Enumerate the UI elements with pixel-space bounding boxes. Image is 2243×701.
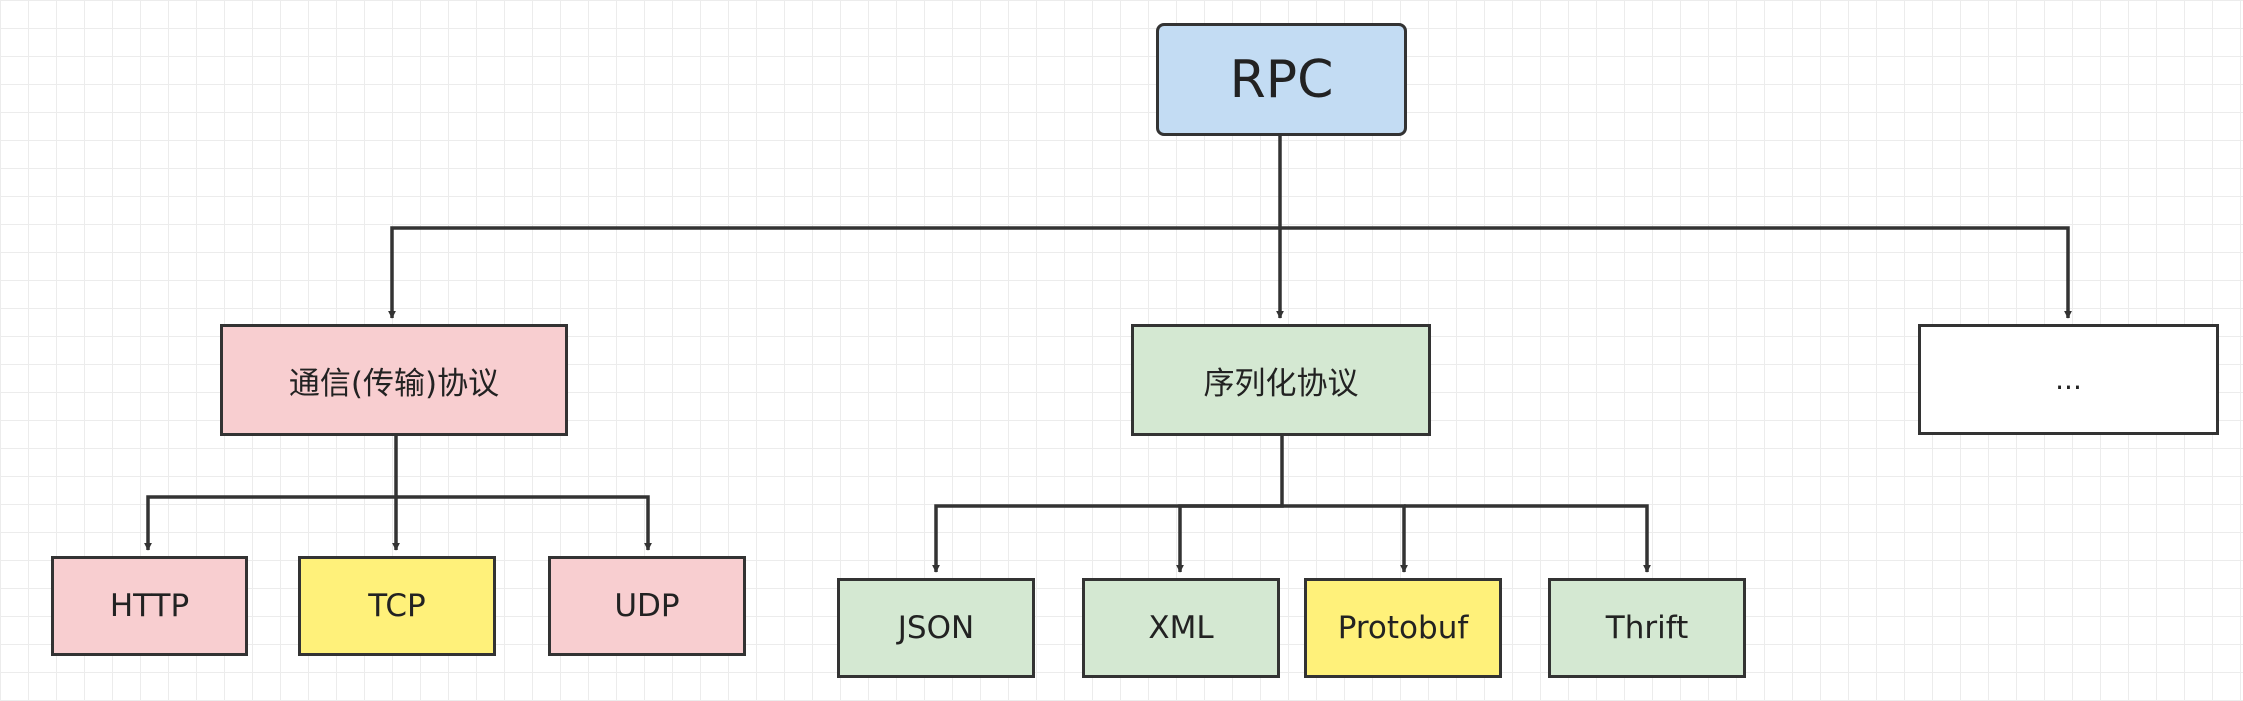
node-thrift: Thrift xyxy=(1548,578,1746,678)
node-serialization-protocol: 序列化协议 xyxy=(1131,324,1431,436)
edge-serial-to-xml xyxy=(1176,504,1282,573)
node-protobuf: Protobuf xyxy=(1304,578,1502,678)
node-udp: UDP xyxy=(548,556,746,656)
edge-serial-to-json xyxy=(932,436,1284,573)
edge-serial-to-thrift xyxy=(1404,504,1651,573)
node-http: HTTP xyxy=(51,556,248,656)
node-rpc: RPC xyxy=(1156,23,1407,136)
node-transport-protocol: 通信(传输)协议 xyxy=(220,324,568,436)
edge-rpc-to-more xyxy=(1280,226,2072,319)
edge-serial-to-protobuf xyxy=(1282,504,1408,573)
node-tcp: TCP xyxy=(298,556,496,656)
edge-rpc-to-comm xyxy=(388,136,1282,319)
node-json: JSON xyxy=(837,578,1035,678)
edge-comm-to-udp xyxy=(396,495,652,551)
node-more: ... xyxy=(1918,324,2219,435)
node-xml: XML xyxy=(1082,578,1280,678)
edge-comm-to-http xyxy=(144,436,398,551)
